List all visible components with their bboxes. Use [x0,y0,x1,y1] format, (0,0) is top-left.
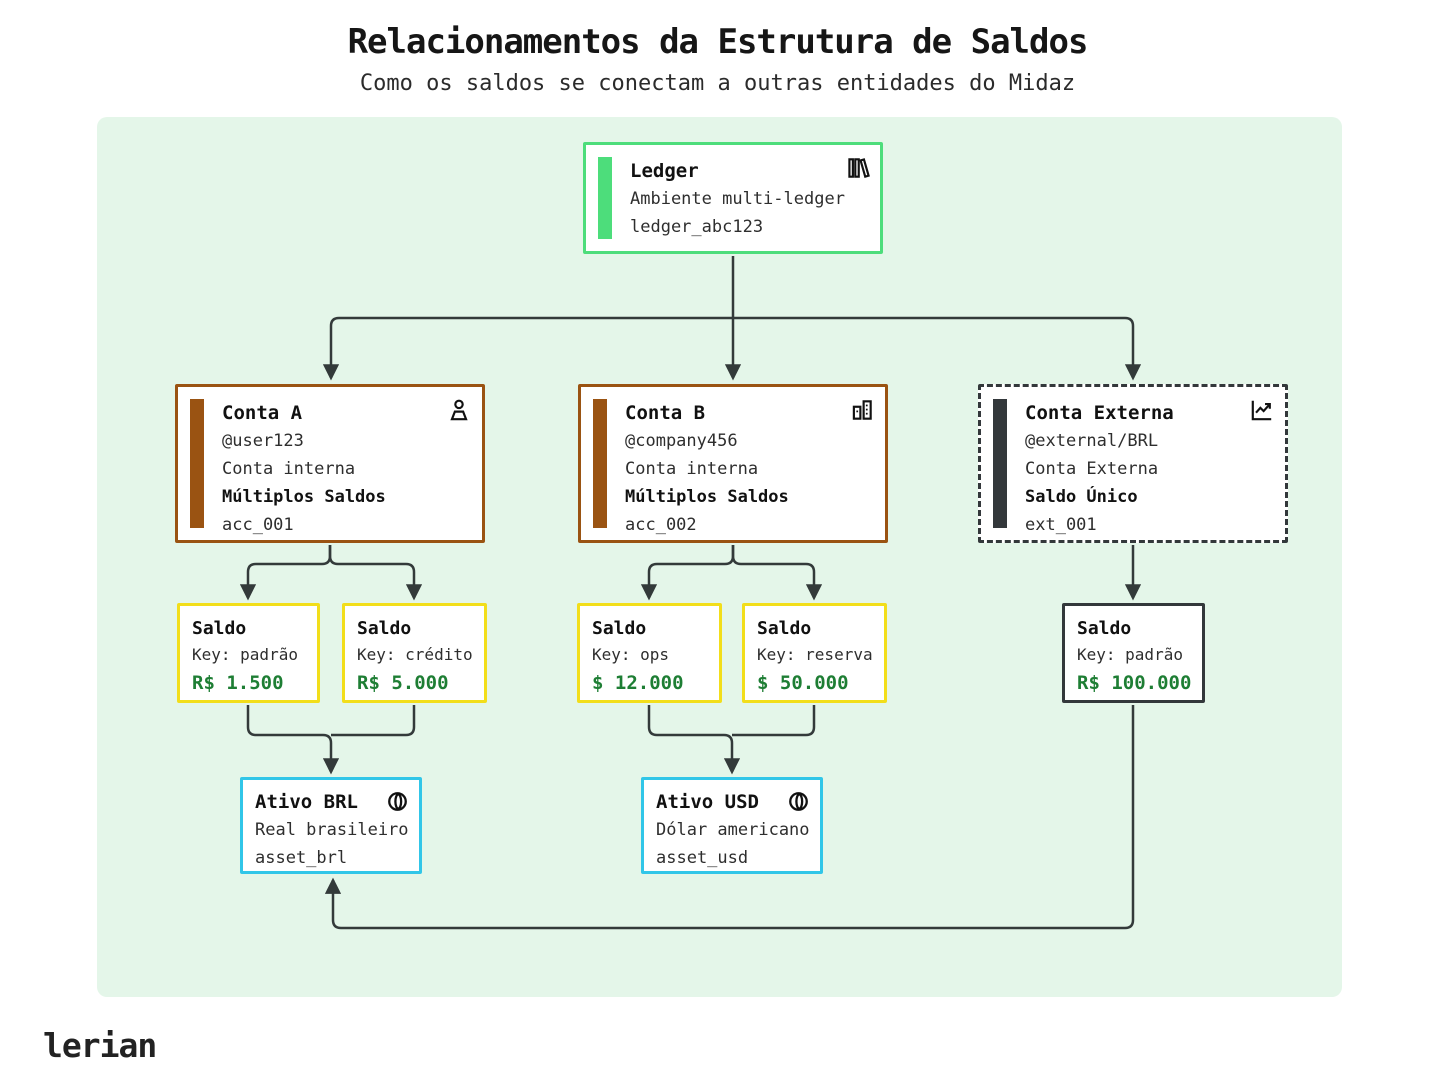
account-mode: Saldo Único [1025,487,1138,507]
books-icon [844,155,870,181]
balance-key: Key: padrão [1077,645,1183,664]
balance-key: Key: crédito [357,645,473,664]
asset-description: Dólar americano [656,820,810,840]
balance-key: Key: ops [592,645,670,664]
account-code: ext_001 [1025,515,1097,535]
account-mode: Múltiplos Saldos [222,487,386,507]
ledger-title: Ledger [630,160,699,182]
balance-amount: R$ 100.000 [1077,672,1192,694]
page-subtitle: Como os saldos se conectam a outras enti… [359,71,1076,96]
account-title: Conta B [625,402,706,424]
asset-code: asset_usd [656,848,749,868]
balance-node-ops: Saldo Key: ops $ 12.000 [577,603,722,703]
asset-brl-node: Ativo BRL Real brasileiro asset_brl [240,777,422,874]
account-type: Conta Externa [1025,459,1159,479]
building-icon [849,397,875,423]
ledger-accent-bar [598,157,612,239]
account-title: Conta A [222,402,303,424]
ledger-id: ledger_abc123 [630,217,764,237]
account-handle: @external/BRL [1025,431,1159,451]
balance-title: Saldo [592,618,647,639]
balance-node-reserva: Saldo Key: reserva $ 50.000 [742,603,887,703]
balance-title: Saldo [357,618,412,639]
account-handle: @user123 [222,431,304,451]
account-code: acc_001 [222,515,294,535]
balance-key: Key: reserva [757,645,873,664]
balance-key: Key: padrão [192,645,298,664]
ledger-description: Ambiente multi-ledger [630,189,845,209]
balance-title: Saldo [1077,618,1132,639]
account-mode: Múltiplos Saldos [625,487,789,507]
balance-amount: R$ 5.000 [357,672,449,694]
asset-usd-node: Ativo USD Dólar americano asset_usd [641,777,823,874]
account-code: acc_002 [625,515,697,535]
account-a-accent-bar [190,399,204,528]
account-handle: @company456 [625,431,738,451]
balance-node-externa: Saldo Key: padrão R$ 100.000 [1062,603,1205,703]
account-a-node: Conta A @user123 Conta interna Múltiplos… [175,384,485,543]
asset-description: Real brasileiro [255,820,409,840]
account-externa-node: Conta Externa @external/BRL Conta Extern… [978,384,1288,543]
balance-title: Saldo [192,618,247,639]
asset-title: Ativo BRL [255,791,358,813]
balance-node-padrao-a: Saldo Key: padrão R$ 1.500 [177,603,320,703]
asset-code: asset_brl [255,848,348,868]
asset-title: Ativo USD [656,791,759,813]
balance-title: Saldo [757,618,812,639]
chart-up-icon [1249,397,1275,423]
account-b-node: Conta B @company456 Conta interna Múltip… [578,384,888,543]
account-b-accent-bar [593,399,607,528]
account-title: Conta Externa [1025,402,1174,424]
balance-node-credito: Saldo Key: crédito R$ 5.000 [342,603,487,703]
person-icon [446,397,472,423]
account-type: Conta interna [625,459,759,479]
account-type: Conta interna [222,459,356,479]
coin-icon [386,790,409,813]
page-title: Relacionamentos da Estrutura de Saldos [347,22,1089,62]
balance-amount: R$ 1.500 [192,672,284,694]
balance-amount: $ 50.000 [757,672,849,694]
ledger-node: Ledger Ambiente multi-ledger ledger_abc1… [583,142,883,254]
coin-icon [787,790,810,813]
account-externa-accent-bar [993,399,1007,528]
balance-amount: $ 12.000 [592,672,684,694]
lerian-logo: lerian [43,1026,157,1065]
